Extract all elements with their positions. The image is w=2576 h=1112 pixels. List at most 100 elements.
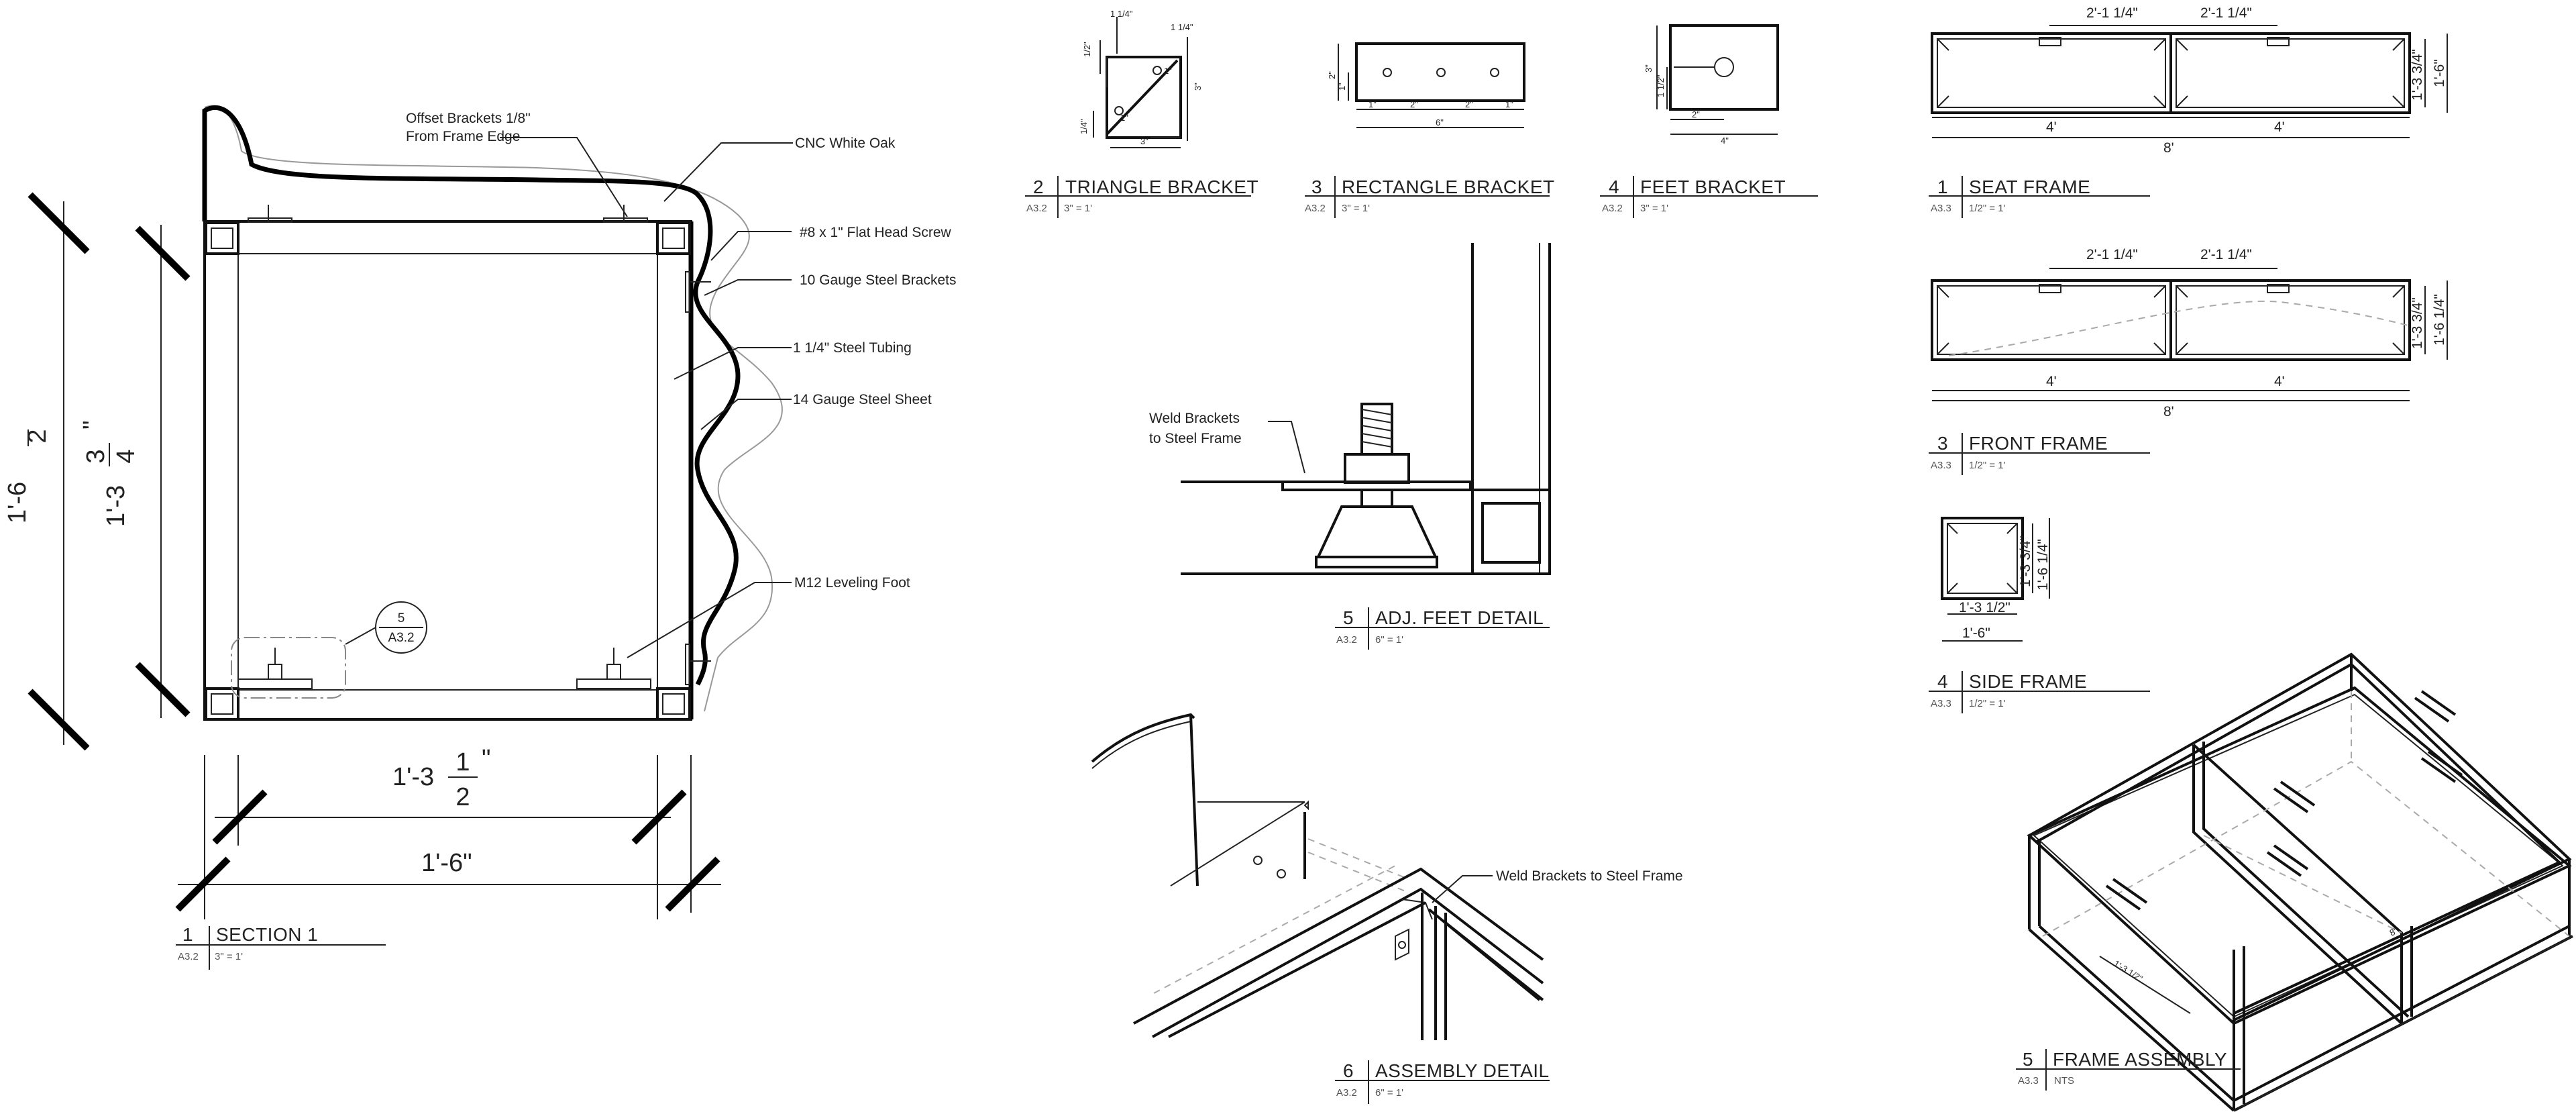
callout-steel-sheet: 14 Gauge Steel Sheet <box>793 392 932 407</box>
title-scale: 1/2" = 1' <box>1969 460 2006 471</box>
rectangle-dim-3: 1" <box>1368 99 1377 109</box>
feet-bracket-drawing <box>1656 24 1779 135</box>
front-frame-drawing <box>1931 268 2448 401</box>
assembly-dim-width: 1'-3 1/2" <box>2112 958 2145 984</box>
title-text: RECTANGLE BRACKET <box>1342 176 1555 197</box>
adj-feet-callout-line1: Weld Brackets <box>1149 411 1240 426</box>
feet-dim-4: 4" <box>1721 136 1729 146</box>
front-dim-left-bay: 4' <box>2046 374 2057 389</box>
title-text: FRAME ASSEMBLY <box>2053 1049 2227 1070</box>
title-sheet: A3.2 <box>1336 1087 1357 1099</box>
triangle-bracket-drawing <box>1093 17 1188 148</box>
title-number: 3 <box>1937 433 1948 454</box>
triangle-dim-4: 3" <box>1193 83 1203 91</box>
title-number: 4 <box>1937 671 1948 692</box>
dim-outer-height-frac: 2 <box>23 429 52 443</box>
assembly-detail-callout: Weld Brackets to Steel Frame <box>1496 868 1683 884</box>
title-text: TRIANGLE BRACKET <box>1065 176 1258 197</box>
title-number: 4 <box>1609 176 1619 197</box>
triangle-dim-1: 1 1/4" <box>1110 9 1133 19</box>
triangle-dim-5: 1" <box>1164 66 1172 76</box>
title-scale: 1/2" = 1' <box>1969 698 2006 709</box>
seat-dim-top-left: 2'-1 1/4" <box>2086 5 2138 21</box>
title-scale: NTS <box>2054 1075 2074 1086</box>
title-sheet: A3.2 <box>1336 634 1357 646</box>
front-dim-right-bay: 4' <box>2274 374 2285 389</box>
title-sheet: A3.3 <box>1931 460 1951 471</box>
side-frame-drawing <box>1941 517 2050 642</box>
title-sheet: A3.2 <box>178 951 199 962</box>
title-text: FRONT FRAME <box>1969 433 2108 454</box>
seat-dim-left-bay: 4' <box>2046 119 2057 135</box>
feet-dim-3: 2" <box>1692 109 1700 119</box>
title-text: SECTION 1 <box>216 924 318 945</box>
title-text: SIDE FRAME <box>1969 671 2087 692</box>
triangle-dim-8: 3" <box>1140 136 1148 146</box>
rectangle-dim-4: 2" <box>1410 99 1418 109</box>
title-block-seat-frame: 1 SEAT FRAME A3.3 1/2" = 1' <box>1929 176 2150 218</box>
dim-inner-height-num: 3 <box>82 449 110 463</box>
title-scale: 3" = 1' <box>1342 203 1370 214</box>
callout-offset-brackets-line2: From Frame Edge <box>406 129 520 144</box>
dim-inner-width-num: 1 <box>455 748 470 776</box>
title-sheet: A3.3 <box>1931 203 1951 214</box>
seat-dim-right-bay: 4' <box>2274 119 2285 135</box>
rectangle-bracket-drawing <box>1338 42 1525 128</box>
frame-assembly-drawing <box>2027 652 2573 1112</box>
rectangle-dim-5: 2" <box>1465 99 1473 109</box>
callout-offset-brackets-line1: Offset Brackets 1/8" <box>406 111 531 126</box>
front-dim-inner-h: 1'-3 3/4" <box>2410 297 2425 349</box>
title-scale: 6" = 1' <box>1375 634 1403 646</box>
title-text: FEET BRACKET <box>1640 176 1786 197</box>
side-dim-inner-h: 1'-3 3/4" <box>2018 536 2033 587</box>
title-sheet: A3.2 <box>1026 203 1047 214</box>
title-number: 2 <box>1033 176 1044 197</box>
title-scale: 6" = 1' <box>1375 1087 1403 1099</box>
seat-dim-outer-h: 1'-6" <box>2432 59 2447 87</box>
title-block-rectangle-bracket: 3 RECTANGLE BRACKET A3.2 3" = 1' <box>1305 176 1555 218</box>
seat-dim-overall: 8' <box>2163 140 2174 156</box>
front-dim-overall: 8' <box>2163 404 2174 419</box>
triangle-dim-3: 1 1/4" <box>1171 22 1193 32</box>
title-number: 1 <box>1937 176 1948 197</box>
rectangle-dim-1: 2" <box>1327 71 1337 79</box>
title-block-front-frame: 3 FRONT FRAME A3.3 1/2" = 1' <box>1929 433 2150 475</box>
title-block-triangle-bracket: 2 TRIANGLE BRACKET A3.2 3" = 1' <box>1025 176 1258 218</box>
adj-feet-detail-drawing <box>1181 243 1551 575</box>
title-text: ASSEMBLY DETAIL <box>1375 1060 1550 1081</box>
feet-dim-1: 3" <box>1644 64 1654 72</box>
detail-bubble-sheet: A3.2 <box>388 631 414 645</box>
title-number: 3 <box>1311 176 1322 197</box>
detail-bubble-number: 5 <box>398 611 405 625</box>
dim-outer-height: 1'-6 <box>3 482 32 523</box>
side-dim-outer-w: 1'-6" <box>1962 625 1990 641</box>
seat-dim-top-right: 2'-1 1/4" <box>2200 5 2252 21</box>
title-sheet: A3.2 <box>1602 203 1623 214</box>
dim-inner-height-inch: " <box>78 421 107 430</box>
dim-inner-width: 1'-3 <box>392 763 434 791</box>
assembly-detail-drawing <box>1091 713 1544 1040</box>
callout-flat-head-screw: #8 x 1" Flat Head Screw <box>800 225 952 240</box>
triangle-dim-6: 1" <box>1120 113 1128 123</box>
front-dim-top-left: 2'-1 1/4" <box>2086 247 2138 262</box>
section-1-drawing <box>28 105 793 919</box>
title-sheet: A3.3 <box>1931 698 1951 709</box>
title-number: 1 <box>182 924 193 945</box>
callout-leveling-foot: M12 Leveling Foot <box>794 575 910 591</box>
title-scale: 1/2" = 1' <box>1969 203 2006 214</box>
title-block-adj-feet-detail: 5 ADJ. FEET DETAIL A3.2 6" = 1' <box>1335 607 1550 650</box>
triangle-dim-7: 1/4" <box>1079 119 1089 134</box>
title-sheet: A3.3 <box>2018 1075 2039 1086</box>
front-dim-outer-h: 1'-6 1/4" <box>2432 294 2447 346</box>
callout-steel-tubing: 1 1/4" Steel Tubing <box>793 340 912 356</box>
callout-cnc-white-oak: CNC White Oak <box>795 136 896 151</box>
title-text: ADJ. FEET DETAIL <box>1375 607 1544 628</box>
title-scale: 3" = 1' <box>1640 203 1668 214</box>
side-dim-outer-h: 1'-6 1/4" <box>2035 539 2051 591</box>
seat-dim-inner-h: 1'-3 3/4" <box>2410 49 2425 101</box>
callout-gauge-brackets: 10 Gauge Steel Brackets <box>800 272 956 288</box>
dim-inner-height: 1'-3 <box>102 485 130 527</box>
rectangle-dim-2: 1" <box>1337 83 1347 91</box>
feet-dim-2: 1 1/2" <box>1656 74 1666 97</box>
